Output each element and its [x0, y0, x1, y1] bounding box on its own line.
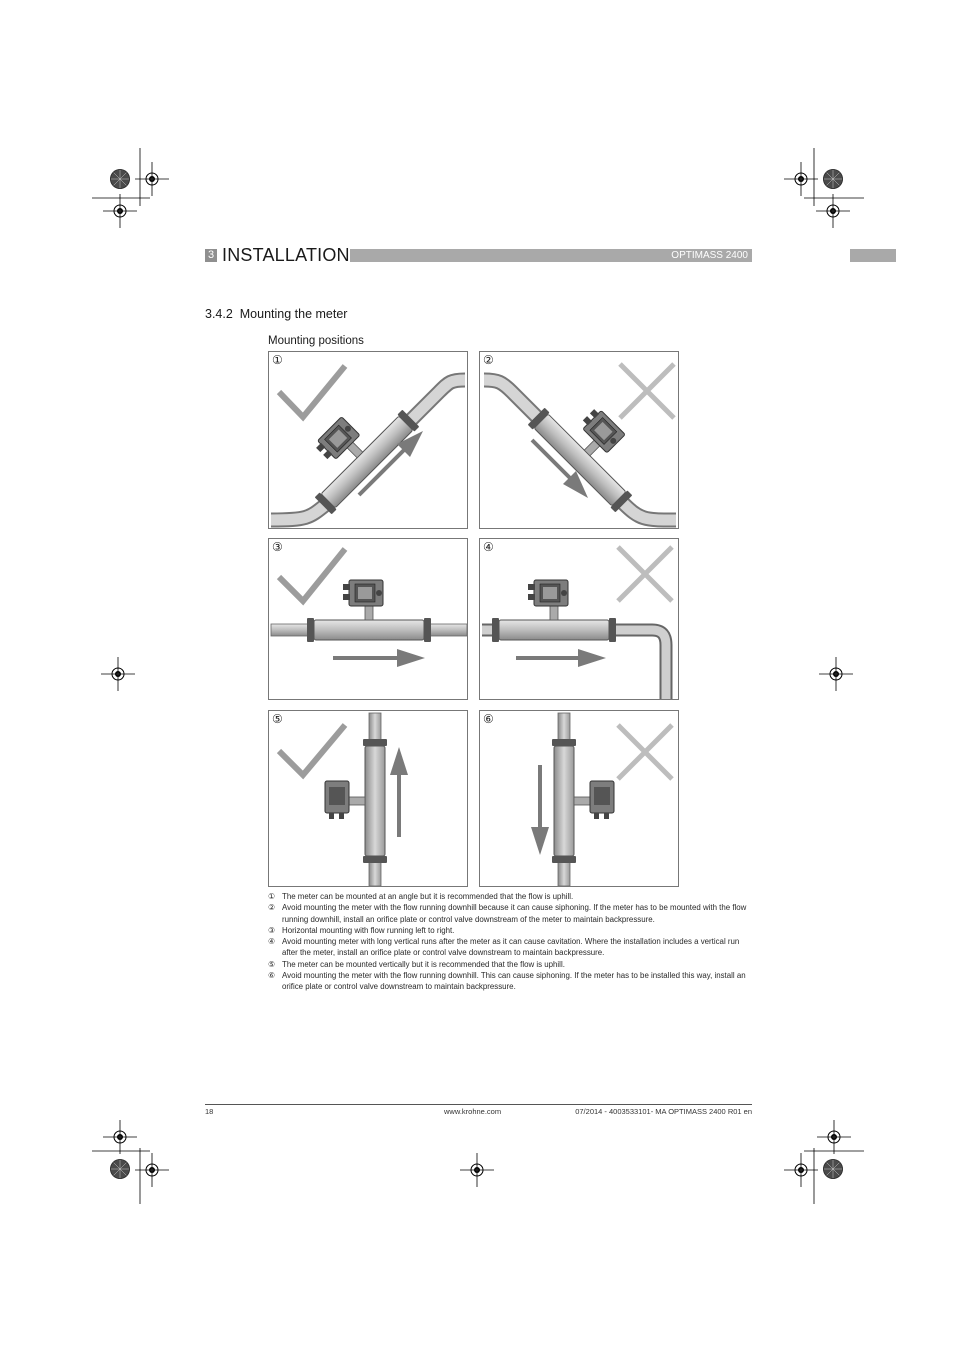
panel-6: ⑥	[479, 710, 679, 887]
crop-mark	[92, 1148, 150, 1204]
pipe-illustration	[482, 579, 673, 699]
note-marker: ②	[268, 903, 276, 913]
flow-arrow	[390, 747, 408, 837]
panel-4: ④	[479, 538, 679, 700]
note-item: ② Avoid mounting the meter with the flow…	[268, 902, 754, 925]
panel-3: ③	[268, 538, 468, 700]
pipe-illustration	[324, 712, 388, 886]
notes-list: ① The meter can be mounted at an angle b…	[268, 891, 754, 993]
note-item: ⑥ Avoid mounting the meter with the flow…	[268, 970, 754, 993]
section-title: Mounting the meter	[239, 307, 348, 321]
footer-doc-ref: 07/2014 - 4003533101- MA OPTIMASS 2400 R…	[575, 1107, 752, 1116]
panel-marker: ③	[272, 540, 283, 554]
panel-5: ⑤	[268, 710, 468, 887]
note-marker: ⑥	[268, 971, 276, 981]
product-name: OPTIMASS 2400	[671, 250, 748, 261]
chapter-number: 3	[205, 249, 217, 262]
note-marker: ③	[268, 925, 276, 935]
note-item: ③ Horizontal mounting with flow running …	[268, 925, 754, 936]
footer-website[interactable]: www.krohne.com	[444, 1107, 502, 1116]
note-text: The meter can be mounted vertically but …	[282, 959, 565, 969]
pipe-illustration	[483, 372, 677, 528]
panel-marker: ②	[483, 353, 494, 367]
note-marker: ⑤	[268, 959, 276, 969]
subheading: Mounting positions	[268, 335, 364, 347]
note-item: ④ Avoid mounting meter with long vertica…	[268, 936, 754, 959]
note-text: Horizontal mounting with flow running le…	[282, 925, 455, 935]
crop-mark	[804, 148, 864, 206]
note-marker: ④	[268, 937, 276, 947]
crop-mark	[92, 148, 150, 206]
note-text: Avoid mounting meter with long vertical …	[282, 937, 740, 958]
flow-arrow	[530, 438, 588, 498]
pipe-illustration	[270, 579, 467, 643]
note-text: Avoid mounting the meter with the flow r…	[282, 903, 747, 924]
panel-1: ①	[268, 351, 468, 529]
note-item: ① The meter can be mounted at an angle b…	[268, 891, 754, 902]
section-number: 3.4.2	[205, 307, 233, 321]
page-number: 18	[205, 1107, 214, 1116]
flow-arrow	[333, 649, 425, 667]
cross-icon	[616, 723, 674, 781]
note-text: Avoid mounting the meter with the flow r…	[282, 971, 746, 992]
flow-arrow	[516, 649, 606, 667]
panel-2: ②	[479, 351, 679, 529]
check-icon	[276, 723, 348, 780]
panel-marker: ⑥	[483, 712, 494, 726]
flow-arrow	[531, 765, 549, 855]
pipe-illustration	[551, 712, 615, 886]
note-item: ⑤ The meter can be mounted vertically bu…	[268, 959, 754, 970]
cross-icon	[618, 362, 676, 420]
note-marker: ①	[268, 892, 276, 901]
panel-marker: ④	[483, 540, 494, 554]
check-icon	[276, 547, 348, 606]
flow-arrow	[357, 431, 423, 497]
panel-marker: ⑤	[272, 712, 283, 726]
header-bar: OPTIMASS 2400	[350, 249, 752, 262]
pipe-illustration	[270, 372, 466, 528]
header-tab	[850, 249, 896, 262]
panel-marker: ①	[272, 353, 283, 367]
check-icon	[276, 364, 348, 422]
cross-icon	[616, 545, 674, 603]
footer-rule	[205, 1104, 752, 1105]
chapter-title: INSTALLATION	[222, 245, 350, 265]
note-text: The meter can be mounted at an angle but…	[282, 892, 574, 901]
section-heading: 3.4.2 Mounting the meter	[205, 307, 347, 321]
